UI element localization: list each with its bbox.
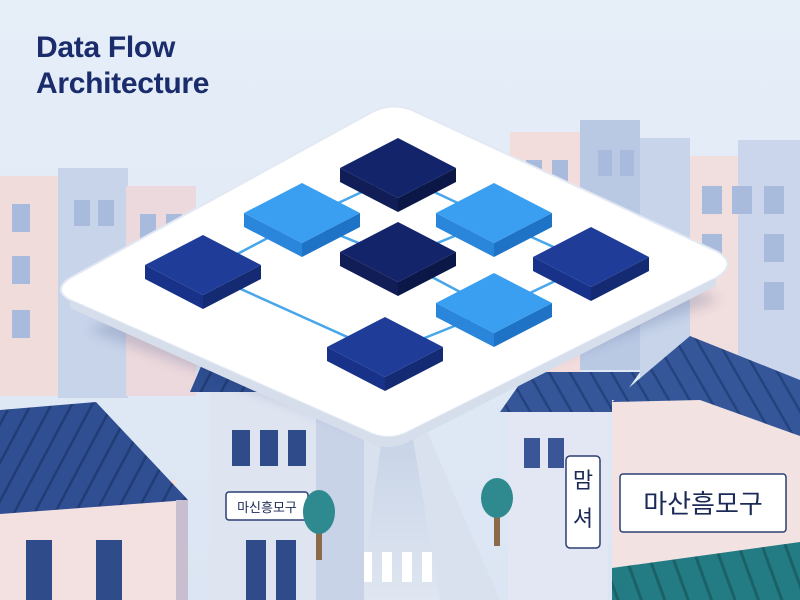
node-n4-left-face <box>145 265 203 309</box>
tree-right <box>481 478 513 546</box>
node-n3 <box>436 183 552 257</box>
node-n2 <box>244 183 360 257</box>
node-n6 <box>533 227 649 301</box>
node-n5-top-face <box>340 222 456 282</box>
page-title-line-1: Data Flow <box>36 31 175 64</box>
node-n2-top-face <box>244 183 360 243</box>
shop-sign-left: 마신흥모구 <box>237 501 297 516</box>
node-n4 <box>145 235 261 309</box>
node-n8-left-face <box>327 347 385 391</box>
shop-sign-right: 마산흠모구 <box>643 490 763 520</box>
vertical-sign-char-2: 셔 <box>573 507 593 532</box>
node-n8-top-face <box>327 317 443 377</box>
node-n8 <box>327 317 443 391</box>
node-n4-top-face <box>145 235 261 295</box>
node-n6-left-face <box>533 257 591 301</box>
node-n1-left-face <box>340 168 398 212</box>
node-n7-left-face <box>436 303 494 347</box>
node-n5-left-face <box>340 252 398 296</box>
page-title-line-2: Architecture <box>36 67 210 100</box>
node-n2-right-face <box>302 213 360 257</box>
node-n5-right-face <box>398 252 456 296</box>
vertical-sign-char-1: 맘 <box>573 469 593 494</box>
node-n5 <box>340 222 456 296</box>
node-n7-top-face <box>436 273 552 333</box>
node-n3-right-face <box>494 213 552 257</box>
node-n1-right-face <box>398 168 456 212</box>
node-n1 <box>340 138 456 212</box>
tree-left <box>303 490 335 560</box>
node-n7 <box>436 273 552 347</box>
node-n3-top-face <box>436 183 552 243</box>
node-n8-right-face <box>385 347 443 391</box>
building-right-middle: 맘 셔 <box>481 372 640 600</box>
shop-awning <box>612 542 800 600</box>
node-n1-top-face <box>340 138 456 198</box>
diagram-nodes <box>145 138 649 391</box>
node-n2-left-face <box>244 213 302 257</box>
node-n7-right-face <box>494 303 552 347</box>
node-n4-right-face <box>203 265 261 309</box>
node-n3-left-face <box>436 213 494 257</box>
building-right-foreground: 마산흠모구 <box>612 336 800 600</box>
node-n6-top-face <box>533 227 649 287</box>
node-n6-right-face <box>591 257 649 301</box>
building-left-foreground <box>0 402 188 600</box>
